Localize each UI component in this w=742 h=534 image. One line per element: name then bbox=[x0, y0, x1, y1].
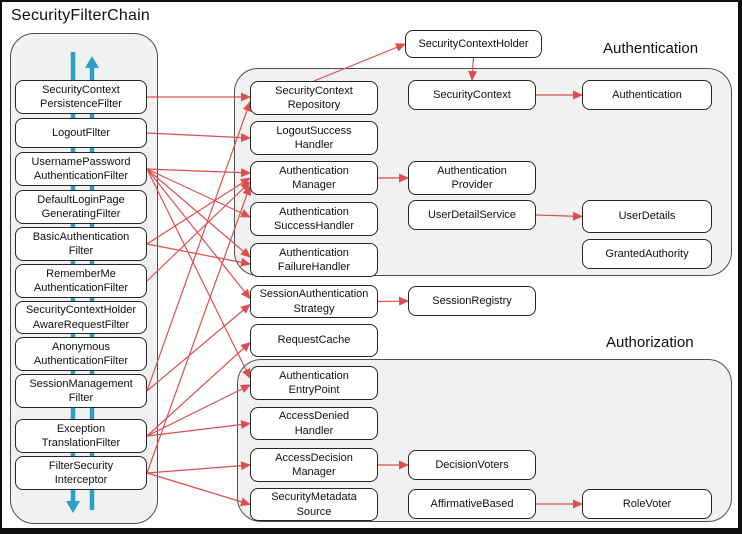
security-context: SecurityContext bbox=[408, 80, 536, 110]
authentication: Authentication bbox=[582, 80, 712, 110]
authentication-success-handler: Authentication SuccessHandler bbox=[250, 202, 378, 236]
red-connection-arrows bbox=[146, 43, 583, 509]
connection-filter-security-interceptor--security-metadata-source bbox=[146, 472, 251, 507]
connection-exception-translation-filter--authentication-entry-point bbox=[146, 384, 251, 437]
connection-exception-translation-filter--request-cache bbox=[146, 341, 251, 437]
session-management-filter: SessionManagement Filter bbox=[15, 374, 147, 408]
username-password-authentication-filter: UsernamePassword AuthenticationFilter bbox=[15, 152, 147, 186]
request-cache: RequestCache bbox=[250, 324, 378, 357]
connection-username-password-authentication-filter--authentication-success-handler bbox=[146, 168, 251, 218]
access-decision-manager: AccessDecision Manager bbox=[250, 448, 378, 482]
authentication-manager: Authentication Manager bbox=[250, 161, 378, 195]
user-detail-service: UserDetailService bbox=[408, 200, 536, 230]
basic-authentication-filter: BasicAuthentication Filter bbox=[15, 227, 147, 261]
security-context-repository: SecurityContext Repository bbox=[250, 81, 378, 115]
connection-security-context-holder--security-context bbox=[468, 57, 478, 81]
session-registry: SessionRegistry bbox=[408, 286, 536, 316]
connection-username-password-authentication-filter--authentication-manager bbox=[146, 168, 251, 178]
affirmative-based: AffirmativeBased bbox=[408, 489, 536, 519]
connection-username-password-authentication-filter--authentication-failure-handler bbox=[146, 168, 251, 258]
connection-user-detail-service--user-details bbox=[535, 211, 583, 221]
session-authentication-strategy: SessionAuthentication Strategy bbox=[250, 285, 378, 318]
connection-filter-security-interceptor--authentication-manager bbox=[146, 185, 252, 474]
decision-voters: DecisionVoters bbox=[408, 450, 536, 480]
security-context-holder-aware-request-filter: SecurityContextHolder AwareRequestFilter bbox=[15, 301, 147, 334]
authorization-container-label: Authorization bbox=[606, 334, 694, 351]
user-details: UserDetails bbox=[582, 200, 712, 233]
authentication-failure-handler: Authentication FailureHandler bbox=[250, 243, 378, 277]
authentication-provider: Authentication Provider bbox=[408, 161, 536, 195]
connection-filter-security-interceptor--access-decision-manager bbox=[146, 461, 251, 474]
security-context-holder: SecurityContextHolder bbox=[405, 30, 542, 58]
response-flow-arrow-up-head bbox=[85, 56, 99, 68]
role-voter: RoleVoter bbox=[582, 489, 712, 519]
anonymous-authentication-filter: Anonymous AuthenticationFilter bbox=[15, 337, 147, 371]
connection-username-password-authentication-filter--session-authentication-strategy bbox=[146, 168, 251, 300]
security-context-persistence-filter: SecurityContext PersistenceFilter bbox=[15, 80, 147, 114]
connection-remember-me-authentication-filter--authentication-manager bbox=[146, 181, 251, 282]
logout-filter: LogoutFilter bbox=[15, 118, 147, 148]
connection-session-authentication-strategy--session-registry bbox=[377, 296, 409, 306]
remember-me-authentication-filter: RememberMe AuthenticationFilter bbox=[15, 264, 147, 298]
connection-logout-filter--logout-success-handler bbox=[146, 132, 251, 143]
filter-security-interceptor: FilterSecurity Interceptor bbox=[15, 456, 147, 490]
authentication-container-label: Authentication bbox=[603, 40, 699, 57]
security-metadata-source: SecurityMetadata Source bbox=[250, 488, 378, 521]
logout-success-handler: LogoutSuccess Handler bbox=[250, 121, 378, 155]
connection-username-password-authentication-filter--authentication-entry-point bbox=[146, 168, 251, 379]
granted-authority: GrantedAuthority bbox=[582, 239, 712, 269]
default-login-page-generating-filter: DefaultLoginPage GeneratingFilter bbox=[15, 190, 147, 224]
access-denied-handler: AccessDenied Handler bbox=[250, 407, 378, 440]
connection-security-context-repository--security-context-holder bbox=[313, 43, 406, 82]
connection-basic-authentication-filter--authentication-manager bbox=[146, 177, 251, 245]
connection-session-management-filter--session-authentication-strategy bbox=[146, 303, 251, 392]
connection-basic-authentication-filter--authentication-failure-handler bbox=[146, 243, 251, 267]
connection-session-management-filter--security-context-repository bbox=[146, 101, 252, 392]
connection-exception-translation-filter--access-denied-handler bbox=[146, 420, 251, 437]
request-flow-arrow-down-head bbox=[66, 501, 80, 513]
authentication-entry-point: Authentication EntryPoint bbox=[250, 366, 378, 400]
exception-translation-filter: Exception TranslationFilter bbox=[15, 419, 147, 453]
diagram-title: SecurityFilterChain bbox=[11, 7, 150, 24]
